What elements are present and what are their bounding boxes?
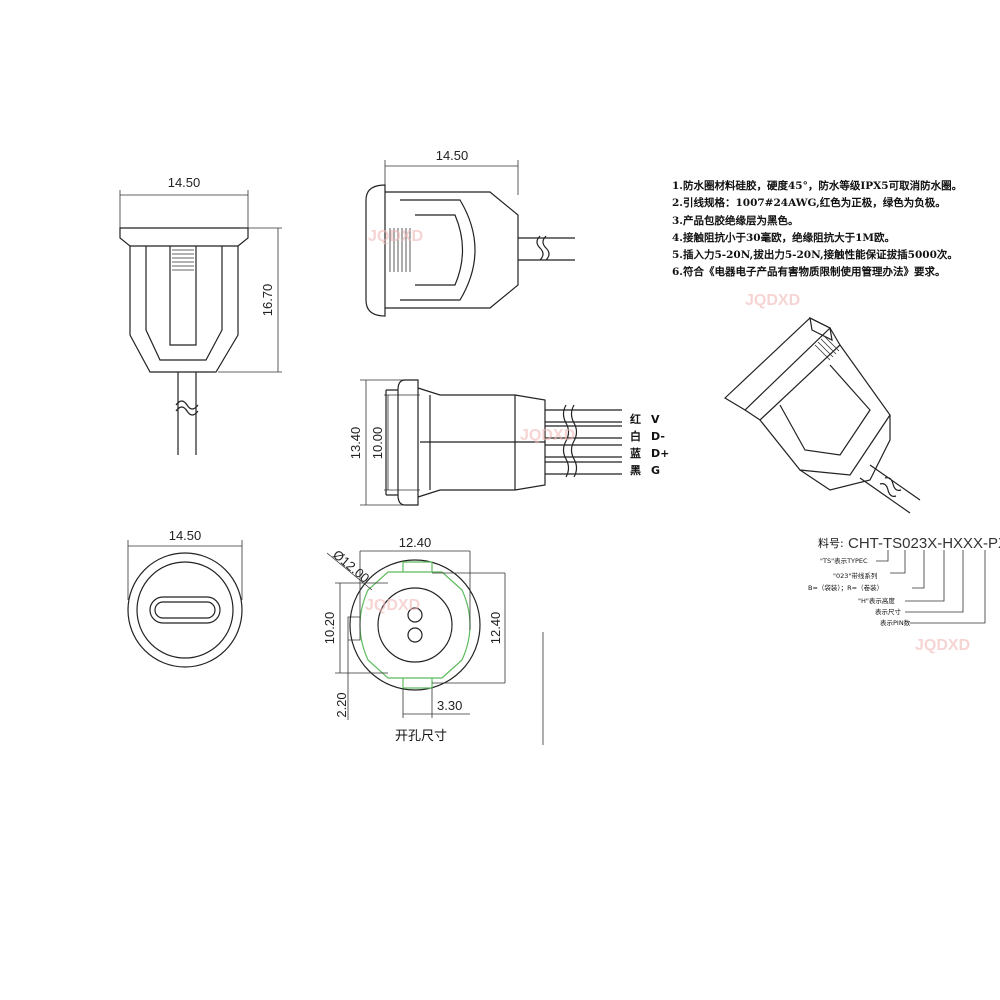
side-width-dim: 14.50 [436,148,469,163]
cutout-tab-depth-dim: 2.20 [334,692,349,717]
cutout-tab-width-dim: 3.30 [437,698,462,713]
spec-notes: 1.防水圈材料硅胶，硬度45°，防水等级IPX5可取消防水圈。 2.引线规格：1… [672,178,962,282]
legend-item: "023"带线系列 [833,571,877,580]
legend-item: B=（袋装）；R=（卷装） [808,583,883,592]
side-view-wires: 13.40 10.00 红 V 白 D- 蓝 D+ 黑 G [348,379,669,506]
svg-text:JQDXD: JQDXD [365,597,420,614]
legend-item: "H"表示高度 [858,596,895,605]
part-number-legend: 料号: CHT-TS023X-HXXX-PX "TS"表示TYPEC "023"… [808,535,1000,627]
part-number-code: CHT-TS023X-HXXX-PX [848,535,1000,552]
svg-text:JQDXD: JQDXD [368,228,423,245]
note-item: 2.引线规格：1007#24AWG,红色为正极，绿色为负极。 [672,197,946,210]
note-item: 5.插入力5-20N,拔出力5-20N,接触性能保证拔插5000次。 [672,249,958,262]
front-width-dim: 14.50 [168,175,201,190]
svg-text:JQDXD: JQDXD [520,427,575,444]
legend-item: 表示PIN数 [880,618,911,627]
bottom-width-dim: 14.50 [169,528,202,543]
wire-signal-label: D- [651,430,665,443]
svg-text:JQDXD: JQDXD [745,292,800,309]
isometric-view [724,316,921,514]
watermarks: JQDXD JQDXD JQDXD JQDXD JQDXD [365,228,970,654]
note-item: 1.防水圈材料硅胶，硬度45°，防水等级IPX5可取消防水圈。 [672,180,963,192]
wire-color-label: 黑 [630,464,641,477]
wire-color-label: 蓝 [630,446,641,460]
cutout-caption: 开孔尺寸 [395,729,447,744]
wire-color-label: 白 [630,429,641,443]
note-item: 4.接触阻抗小于30毫欧，绝缘阻抗大于1M欧。 [672,231,896,244]
legend-item: 表示尺寸 [875,607,902,616]
wire-signal-label: V [651,413,660,426]
side-outer-height-dim: 13.40 [348,427,363,460]
side-inner-height-dim: 10.00 [370,427,385,460]
cutout-diameter-dim: Ø12.00 [330,547,372,586]
legend-item: "TS"表示TYPEC [820,556,868,565]
note-item: 6.符合《电器电子产品有害物质限制使用管理办法》要求。 [672,266,946,279]
cutout-height-dim: 12.40 [488,612,503,645]
part-number-label: 料号: [818,536,844,550]
wire-signal-label: D+ [651,447,669,460]
side-view: 14.50 [365,148,575,317]
front-height-dim: 16.70 [260,284,275,317]
bottom-view: 14.50 [127,528,243,668]
wire-color-label: 红 [630,412,641,426]
cutout-width-dim: 12.40 [399,535,432,550]
wire-signal-label: G [651,464,660,477]
svg-text:JQDXD: JQDXD [915,637,970,654]
front-view: 14.50 16.70 [119,175,282,455]
note-item: 3.产品包胶绝缘层为黑色。 [672,214,799,227]
cutout-flat-dim: 10.20 [322,612,337,645]
cutout-view: 12.40 12.40 Ø12.00 10.20 2.20 3.30 开孔尺寸 [322,535,544,745]
